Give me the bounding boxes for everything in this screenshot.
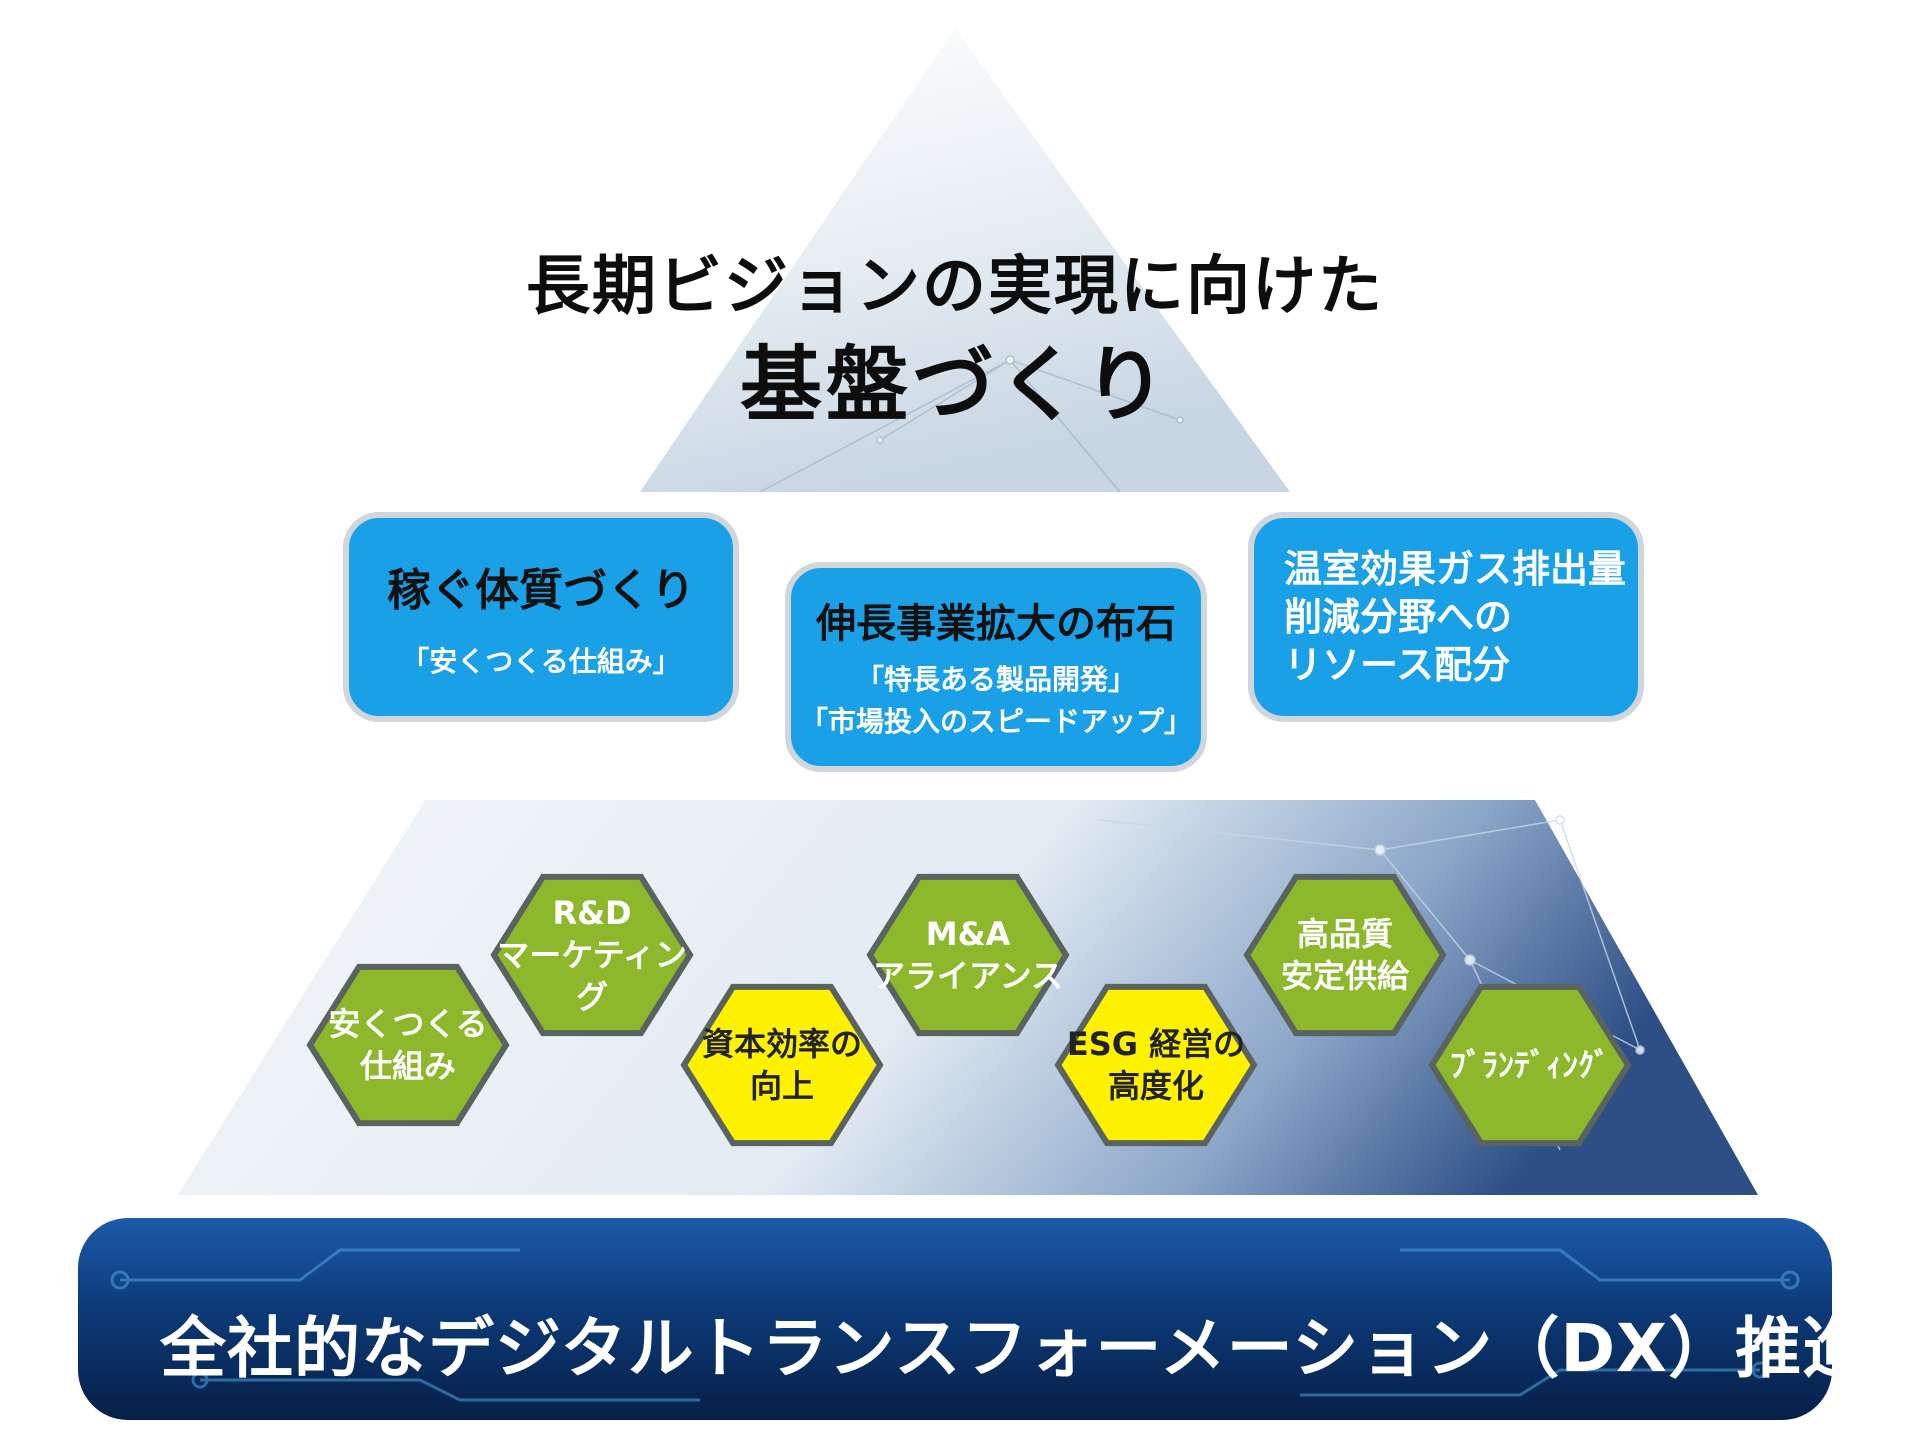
hexagon-label-line: R&D <box>552 894 632 932</box>
network-lines-top <box>759 355 1184 493</box>
pillar-title: 稼ぐ体質づくり <box>387 565 695 616</box>
hexagon-label-line: 資本効率の <box>701 1025 862 1063</box>
hexagon-label: ESG 経営の高度化 <box>1058 967 1254 1163</box>
pillar-subtitle-line: 「特長ある製品開発」 <box>855 663 1136 696</box>
hexagon-green <box>490 873 694 1037</box>
diagram-title-line1: 長期ビジョンの実現に向けた <box>526 250 1384 324</box>
hexagon-label: 資本効率の向上 <box>684 967 880 1163</box>
hexagon-green <box>1428 983 1632 1147</box>
hexagon-yellow <box>1054 983 1258 1147</box>
hexagon-label-line: ﾌﾞﾗﾝﾃﾞｨﾝｸﾞ <box>1449 1046 1610 1084</box>
pyramid-top-triangle <box>640 28 1290 492</box>
hexagon-label: R&D マーケティング <box>494 857 690 1053</box>
pillar-box-growth-business: 伸長事業拡大の布石 「特長ある製品開発」 「市場投入のスピードアップ」 <box>785 562 1207 772</box>
hexagon-green <box>306 963 510 1127</box>
hexagon-label-line: 仕組み <box>359 1047 456 1085</box>
pillar-box-ghg-reduction: 温室効果ガス排出量 削減分野への リソース配分 <box>1248 512 1644 722</box>
diagram-title-line2: 基盤づくり <box>739 338 1170 433</box>
pillar-title: 伸長事業拡大の布石 <box>816 601 1176 647</box>
pillar-subtitle-line: 「市場投入のスピードアップ」 <box>799 705 1192 738</box>
hexagon-label-line: M&A <box>925 915 1011 953</box>
hexagon-label: 高品質安定供給 <box>1247 857 1443 1053</box>
hexagon-label-line: 高度化 <box>1107 1067 1204 1105</box>
hexagon-label: ﾌﾞﾗﾝﾃﾞｨﾝｸﾞ <box>1432 967 1628 1163</box>
hexagon-label: 安くつくる仕組み <box>310 947 506 1143</box>
pillar-subtitle: 「安くつくる仕組み」 <box>401 645 681 678</box>
hexagon-label: M&A アライアンス <box>870 857 1066 1053</box>
pillar-title-line: 削減分野への <box>1284 595 1513 639</box>
circuit-pattern <box>110 1248 1800 1402</box>
hexagon-label-line: 高品質 <box>1296 915 1393 953</box>
pillar-title-line: 温室効果ガス排出量 <box>1284 547 1627 591</box>
hexagon-label-line: ESG 経営の <box>1066 1025 1246 1063</box>
hexagon-label-line: アライアンス <box>872 957 1064 995</box>
hexagon-green <box>1243 873 1447 1037</box>
dx-bar-label: 全社的なデジタルトランスフォーメーション（DX）推進 <box>160 1310 1870 1387</box>
pillar-title-line: リソース配分 <box>1284 643 1511 687</box>
hexagon-label-line: 安定供給 <box>1280 957 1409 995</box>
hexagon-label-line: 安くつくる <box>328 1005 488 1043</box>
pillar-box-earning-structure: 稼ぐ体質づくり 「安くつくる仕組み」 <box>343 512 739 722</box>
hexagon-label-line: 向上 <box>749 1067 814 1105</box>
dx-bar <box>78 1218 1832 1420</box>
hexagon-label-line: マーケティング <box>497 936 687 1016</box>
hexagon-yellow <box>680 983 884 1147</box>
hexagon-green <box>866 873 1070 1037</box>
hexagon-shapes <box>306 873 1632 1147</box>
